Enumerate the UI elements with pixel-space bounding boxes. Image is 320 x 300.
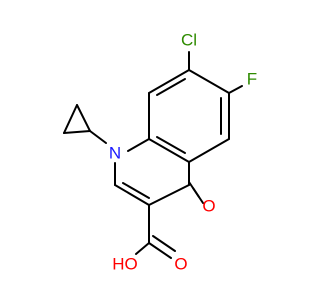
bond-c2-c3 xyxy=(114,184,150,206)
bond-c6-f xyxy=(228,85,243,94)
atom-label-chlorine: Cl xyxy=(181,31,197,50)
bond-inner-c8a-c4a xyxy=(156,136,186,154)
bond-c8a-c4a xyxy=(148,138,190,163)
bond-c2-c3-double xyxy=(122,182,150,199)
bond-cyclopropyl-3 xyxy=(76,104,91,132)
bond-cooh-oh xyxy=(135,242,150,255)
bond-n-cyclopropyl xyxy=(89,130,107,144)
bond-cooh-o-1 xyxy=(148,242,172,259)
bond-c3-c4 xyxy=(148,184,190,206)
bond-c7-c8 xyxy=(148,69,190,94)
bonds xyxy=(63,51,243,259)
bond-cyclopropyl-2 xyxy=(63,104,78,134)
bond-c8a-n xyxy=(127,138,150,152)
bond-inner-c7-c8 xyxy=(156,78,186,96)
atom-labels: Cl F N O HO O xyxy=(109,31,257,274)
bond-cyclopropyl-1 xyxy=(63,130,91,134)
bond-cooh-o-2 xyxy=(152,235,176,252)
atom-label-fluorine: F xyxy=(247,70,257,89)
bond-c6-c7 xyxy=(188,69,230,94)
atom-label-acid-oxygen: O xyxy=(174,255,187,274)
atom-label-keto-oxygen: O xyxy=(202,197,215,216)
bond-c4-o-2 xyxy=(192,187,204,204)
atom-label-hydroxyl: HO xyxy=(112,255,138,274)
bond-c4a-c5 xyxy=(188,138,230,163)
molecule-structure-diagram: Cl F N O HO O xyxy=(63,31,257,274)
atom-label-nitrogen: N xyxy=(109,144,121,163)
